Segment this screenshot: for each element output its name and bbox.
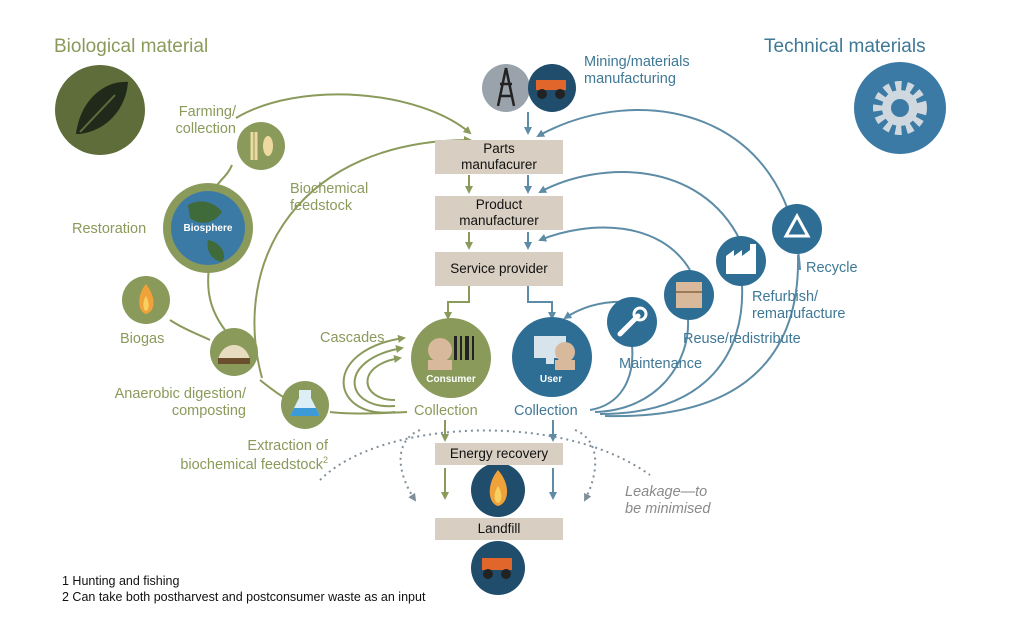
farming-to-parts-arrow xyxy=(235,93,472,135)
technical-materials-title: Technical materials xyxy=(764,36,926,57)
energy-recovery-box: Energy recovery xyxy=(435,443,563,465)
restoration-label: Restoration xyxy=(72,221,147,237)
footnote-2-marker: 2 xyxy=(322,454,328,465)
parts-manufacturer-box: Parts manufacurer xyxy=(435,140,563,174)
factory-icon xyxy=(716,236,766,286)
farming-collection-label: Farming/ collection xyxy=(175,104,236,137)
wheat-fish-icon xyxy=(237,122,285,170)
refurbish-to-product-arrow xyxy=(538,171,741,241)
biological-material-title: Biological material xyxy=(54,36,209,57)
biosphere-label: Biosphere xyxy=(183,223,233,234)
fire-icon xyxy=(471,463,525,517)
service-provider-box: Service provider xyxy=(435,252,563,286)
biogas-label: Biogas xyxy=(120,331,165,347)
reuse-label: Reuse/redistribute xyxy=(683,331,801,347)
collection-to-recycle xyxy=(604,254,800,418)
flame-icon xyxy=(122,276,170,324)
service-to-user-blue xyxy=(527,286,556,320)
consumer-label: Consumer xyxy=(426,374,476,385)
collection-to-refurbish xyxy=(599,284,744,415)
mining-materials-label: Mining/materials manufacturing xyxy=(584,54,690,87)
flask-icon xyxy=(281,381,329,429)
gear-icon xyxy=(854,62,946,154)
collection-to-reuse xyxy=(594,319,690,413)
footnote-2: 2 Can take both postharvest and postcons… xyxy=(62,590,426,604)
globe-icon xyxy=(163,183,253,273)
product-manufacturer-box: Product manufacturer xyxy=(435,196,563,230)
biochemical-feedstock-label: Biochemical feedstock xyxy=(290,181,369,214)
biological-flows xyxy=(169,93,473,500)
mining-truck-icon xyxy=(528,64,576,112)
feedstock-to-parts-arrow xyxy=(253,136,472,379)
leakage-left-arrow xyxy=(399,429,421,502)
leaf-icon xyxy=(55,65,145,155)
service-to-consumer-green xyxy=(444,286,470,320)
tech-collection-label: Collection xyxy=(514,403,578,419)
recycle-icon xyxy=(772,204,822,254)
user-label: User xyxy=(539,374,563,385)
bio-collection-label: Collection xyxy=(414,403,478,419)
collection-to-maintenance xyxy=(589,344,634,411)
compost-icon xyxy=(210,328,258,376)
wrench-icon xyxy=(607,297,657,347)
recycle-label: Recycle xyxy=(806,260,858,276)
cascade-arc-1 xyxy=(366,354,402,401)
cascade-arc-2 xyxy=(353,345,404,408)
extraction-feedstock-label: Extraction of biochemical feedstock2 xyxy=(180,438,328,473)
consumer-icon xyxy=(411,318,491,398)
landfill-box: Landfill xyxy=(435,518,563,540)
cascades-label: Cascades xyxy=(320,330,385,346)
leakage-label: Leakage—to be minimised xyxy=(625,484,711,517)
leakage-flows xyxy=(319,429,651,502)
dump-truck-icon xyxy=(471,541,525,595)
collection-to-extraction-link xyxy=(329,411,408,415)
box-icon xyxy=(664,270,714,320)
anaerobic-digestion-label: Anaerobic digestion/ composting xyxy=(114,386,246,419)
biogas-anaerobic-link xyxy=(169,319,211,341)
leakage-right-arrow xyxy=(574,429,597,502)
leakage-arc-outer xyxy=(319,429,651,481)
reuse-to-service-arrow xyxy=(538,226,691,271)
footnote-1: 1 Hunting and fishing xyxy=(62,574,180,588)
maintenance-label: Maintenance xyxy=(619,356,703,372)
anaerobic-extraction-link xyxy=(259,379,286,399)
user-icon xyxy=(512,317,592,397)
cascade-arc-3 xyxy=(342,334,406,414)
oil-rig-icon xyxy=(482,64,530,112)
refurbish-label: Refurbish/ remanufacture xyxy=(752,289,846,322)
